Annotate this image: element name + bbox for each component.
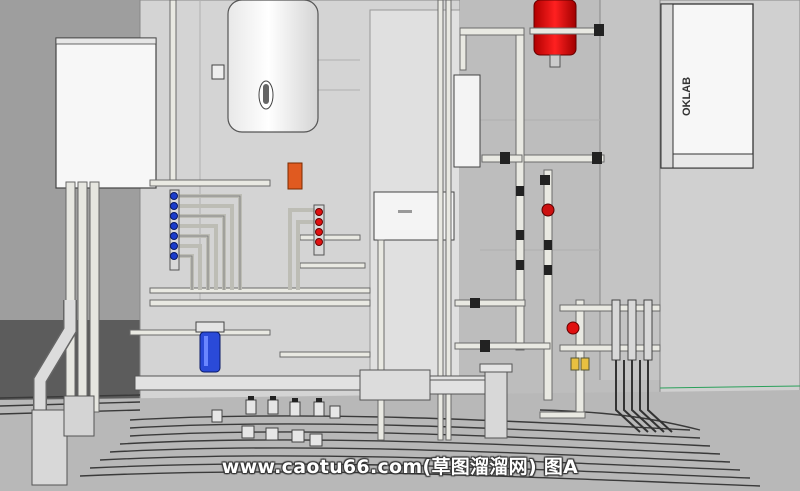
watermark-fig: 图A <box>543 456 579 478</box>
riser-valves <box>470 24 604 371</box>
water-filter <box>195 321 225 373</box>
red-manifold <box>313 204 325 256</box>
watermark-cn: (草图溜溜网) <box>422 456 537 478</box>
water-heater <box>211 0 319 190</box>
floor-fittings <box>211 399 341 447</box>
floor-heating-manifold <box>566 299 673 433</box>
boiler-logo: OKLAB <box>681 77 693 116</box>
watermark-site: www.caotu66.com <box>221 456 423 478</box>
watermark: www.caotu66.com(草图溜溜网) 图A <box>0 452 800 479</box>
right-boiler: OKLAB <box>660 3 754 169</box>
blue-manifold <box>169 189 180 271</box>
left-boiler <box>31 37 157 486</box>
floor <box>0 385 800 491</box>
sewer-pipe <box>134 363 513 439</box>
